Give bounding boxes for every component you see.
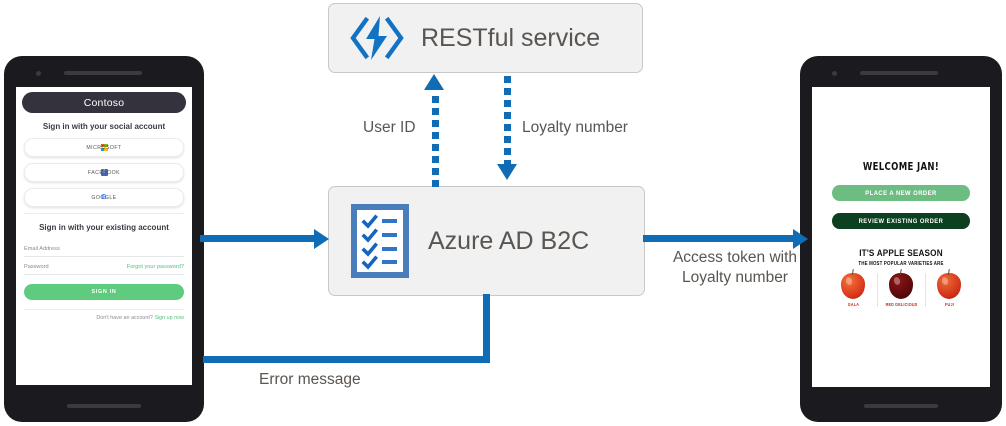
list-item: GALA	[830, 273, 877, 307]
social-section-title: Sign in with your social account	[42, 122, 166, 131]
azure-function-icon	[349, 14, 405, 62]
access-token-label-line2: Loyalty number	[682, 269, 788, 286]
password-placeholder: Password	[24, 264, 49, 270]
microsoft-icon	[100, 144, 108, 151]
facebook-icon: f	[100, 169, 108, 176]
email-field[interactable]: Email Address	[24, 239, 184, 257]
apple-icon	[937, 273, 961, 299]
apple-variety-list: GALA RED DELICIOUS FUJI	[812, 273, 990, 307]
azure-ad-b2c-node[interactable]: Azure AD B2C	[328, 186, 645, 296]
error-message-label: Error message	[259, 371, 361, 388]
right-phone-screen: WELCOME JAN! PLACE A NEW ORDER REVIEW EX…	[812, 87, 990, 387]
place-new-order-button[interactable]: PLACE A NEW ORDER	[832, 185, 970, 201]
access-token-label: Access token with Loyalty number	[655, 248, 815, 288]
azure-ad-b2c-checklist-icon	[351, 204, 409, 278]
contoso-brand-bar: Contoso	[22, 92, 186, 113]
user-id-label: User ID	[363, 119, 416, 136]
list-item: RED DELICIOUS	[876, 273, 925, 307]
left-phone-device: Contoso Sign in with your social account…	[4, 56, 204, 422]
access-token-connector-arrowhead	[793, 228, 808, 249]
existing-account-title: Sign in with your existing account	[39, 223, 169, 232]
sign-in-connector-line	[200, 235, 316, 242]
microsoft-button-label: MICROSOFT	[86, 144, 122, 151]
welcome-heading: WELCOME JAN!	[862, 160, 940, 173]
forgot-password-link[interactable]: Forgot your password?	[126, 264, 184, 270]
error-message-connector-horizontal	[203, 356, 490, 363]
left-phone-screen: Contoso Sign in with your social account…	[16, 87, 192, 385]
apple-icon	[841, 273, 865, 299]
signup-row: Don't have an account? Sign up now	[24, 309, 184, 321]
loyalty-number-connector-arrowhead	[497, 164, 517, 180]
apple-icon	[889, 273, 913, 299]
phone-home-bar	[67, 404, 141, 408]
facebook-signin-button[interactable]: f FACEBOOK	[24, 163, 184, 182]
signup-link[interactable]: Sign up now	[154, 315, 184, 321]
restful-service-label: RESTful service	[421, 23, 601, 52]
restful-service-node[interactable]: RESTful service	[328, 3, 643, 73]
user-id-connector-dots	[432, 96, 439, 187]
phone-home-bar	[864, 404, 938, 408]
review-existing-order-button[interactable]: REVIEW EXISTING ORDER	[832, 213, 970, 229]
phone-speaker-icon	[860, 71, 938, 75]
azure-ad-b2c-label: Azure AD B2C	[428, 226, 590, 255]
sign-in-connector-arrowhead	[314, 228, 329, 249]
password-field[interactable]: Password Forgot your password?	[24, 257, 184, 275]
right-phone-device: WELCOME JAN! PLACE A NEW ORDER REVIEW EX…	[800, 56, 1002, 422]
list-item: FUJI	[924, 273, 973, 307]
sign-in-button[interactable]: SIGN IN	[24, 284, 184, 300]
loyalty-number-connector-dots	[504, 76, 511, 167]
google-signin-button[interactable]: G GOOGLE	[24, 188, 184, 207]
promo-subheading: THE MOST POPULAR VARIETIES ARE	[858, 261, 944, 267]
signup-prompt: Don't have an account?	[96, 315, 153, 321]
apple-label: GALA	[847, 302, 859, 307]
apple-label: FUJI	[944, 302, 954, 307]
access-token-label-line1: Access token with	[672, 249, 798, 266]
phone-camera-icon	[36, 71, 41, 76]
loyalty-number-label: Loyalty number	[522, 119, 628, 136]
apple-label: RED DELICIOUS	[885, 302, 917, 307]
error-message-connector-vertical	[483, 294, 490, 363]
google-icon: G	[101, 193, 107, 201]
apple-season-promo: IT'S APPLE SEASON THE MOST POPULAR VARIE…	[812, 248, 990, 307]
section-divider	[24, 213, 184, 214]
promo-heading: IT'S APPLE SEASON	[859, 248, 943, 259]
facebook-button-label: FACEBOOK	[87, 169, 121, 176]
access-token-connector-line	[643, 235, 795, 242]
user-id-connector-arrowhead	[424, 74, 444, 90]
phone-camera-icon	[832, 71, 837, 76]
google-button-label: GOOGLE	[91, 194, 117, 201]
microsoft-signin-button[interactable]: MICROSOFT	[24, 138, 184, 157]
email-placeholder: Email Address	[24, 246, 60, 252]
phone-speaker-icon	[64, 71, 142, 75]
